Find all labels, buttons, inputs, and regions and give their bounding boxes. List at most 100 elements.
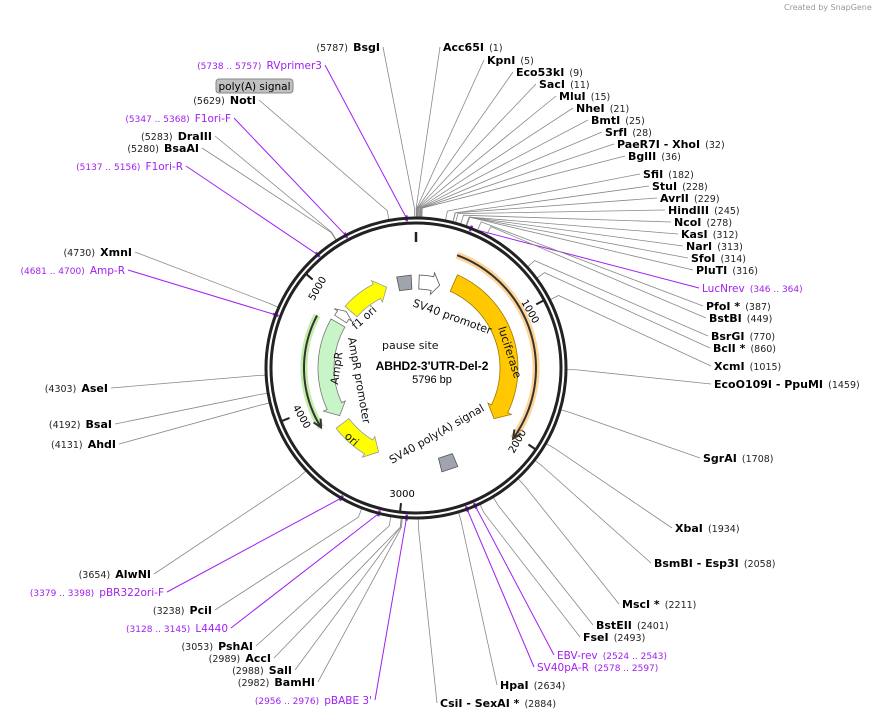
enzyme-site-mlui[interactable]: MluI (15) [559, 85, 610, 104]
site-name: XbaI [675, 522, 703, 535]
enzyme-site-hindiii[interactable]: HindIII (245) [668, 199, 740, 218]
primer-label-ebv-rev[interactable]: EBV-rev (2524 .. 2543) [557, 644, 667, 663]
svg-text:KpnI (5): KpnI (5) [487, 49, 534, 68]
site-name: SrfI [605, 126, 627, 139]
enzyme-site-sfii[interactable]: SfiI (182) [643, 163, 694, 182]
primer-label-pbabe-3-[interactable]: (2956 .. 2976) pBABE 3' [255, 689, 372, 708]
enzyme-site-nhei[interactable]: NheI (21) [576, 97, 629, 116]
enzyme-site-paer7i-xhoi[interactable]: PaeR7I - XhoI (32) [617, 133, 725, 152]
enzyme-site-xmni[interactable]: (4730) XmnI [63, 241, 132, 260]
enzyme-site-bsaai[interactable]: (5280) BsaAI [127, 137, 199, 156]
enzyme-site-bsmbi-esp3i[interactable]: BsmBI - Esp3I (2058) [654, 552, 775, 571]
svg-text:Acc65I (1): Acc65I (1) [443, 36, 503, 55]
f1-ori-arrow[interactable] [344, 279, 388, 318]
enzyme-site-xcmi[interactable]: XcmI (1015) [714, 355, 781, 374]
enzyme-site-eco53ki[interactable]: Eco53kI (9) [516, 61, 583, 80]
site-name: SfiI [643, 168, 663, 181]
primer-label-amp-r[interactable]: (4681 .. 4700) Amp-R [20, 259, 125, 278]
sv40-promoter-arrow[interactable] [418, 271, 441, 296]
enzyme-site-draiii[interactable]: (5283) DraIII [141, 125, 212, 144]
site-name: NcoI [674, 216, 701, 229]
primer-label-lucnrev[interactable]: LucNrev (346 .. 364) [702, 277, 803, 296]
enzyme-site-bsteii[interactable]: BstEII (2401) [596, 614, 669, 633]
primer-label-f1ori-r[interactable]: (5137 .. 5156) F1ori-R [76, 155, 183, 174]
enzyme-site-msci-[interactable]: MscI * (2211) [622, 593, 696, 612]
sv40-polya-box[interactable] [438, 453, 459, 473]
leader-line [185, 165, 319, 256]
enzyme-site-kasi[interactable]: KasI (312) [681, 223, 738, 242]
primer-label-l4440[interactable]: (3128 .. 3145) L4440 [126, 617, 228, 636]
ori-arrow[interactable] [335, 417, 380, 458]
enzyme-site-ecoo109i-ppumi[interactable]: EcoO109I - PpuMI (1459) [714, 373, 860, 392]
enzyme-site-pcii[interactable]: (3238) PciI [153, 599, 212, 618]
site-position: (2988) [232, 666, 264, 677]
leader-line [214, 135, 338, 241]
enzyme-site-kpni[interactable]: KpnI (5) [487, 49, 534, 68]
enzyme-site-csii-sexai-[interactable]: CsiI - SexAI * (2884) [440, 692, 556, 711]
enzyme-site-saci[interactable]: SacI (11) [539, 73, 590, 92]
leader-line [118, 402, 271, 445]
site-position: (11) [570, 80, 590, 91]
enzyme-site-acci[interactable]: (2989) AccI [209, 647, 271, 666]
enzyme-site-acc65i[interactable]: Acc65I (1) [443, 36, 503, 55]
svg-text:(2989) AccI: (2989) AccI [209, 647, 271, 666]
site-name: BsaAI [164, 142, 199, 155]
leader-line [457, 511, 498, 686]
enzyme-site-sgrai[interactable]: SgrAI (1708) [703, 447, 774, 466]
enzyme-site-srfi[interactable]: SrfI (28) [605, 121, 652, 140]
enzyme-site-alwni[interactable]: (3654) AlwNI [79, 563, 151, 582]
enzyme-site-pshai[interactable]: (3053) PshAI [181, 635, 253, 654]
site-name: SacI [539, 78, 565, 91]
svg-text:BstEII (2401): BstEII (2401) [596, 614, 669, 633]
primer-label-sv40pa-r[interactable]: SV40pA-R (2578 .. 2597) [537, 656, 658, 675]
enzyme-site-ncoi[interactable]: NcoI (278) [674, 211, 732, 230]
luciferase-orf-arc[interactable] [455, 251, 540, 441]
tick-mark [304, 272, 314, 281]
enzyme-site-sfoi[interactable]: SfoI (314) [691, 247, 746, 266]
enzyme-site-bstbi[interactable]: BstBI (449) [709, 307, 772, 326]
primer-label-pbr322ori-f[interactable]: (3379 .. 3398) pBR322ori-F [30, 581, 164, 600]
enzyme-site-bsai[interactable]: (4192) BsaI [49, 413, 112, 432]
leader-line [201, 147, 337, 242]
primer-label-f1ori-f[interactable]: (5347 .. 5368) F1ori-F [125, 107, 231, 126]
enzyme-site-asei[interactable]: (4303) AseI [45, 377, 108, 396]
enzyme-site-pfoi-[interactable]: PfoI * (387) [706, 295, 771, 314]
enzyme-site-bglii[interactable]: BglII (36) [628, 145, 681, 164]
site-position: (2211) [665, 600, 697, 611]
site-position: (182) [668, 170, 694, 181]
enzyme-site-hpai[interactable]: HpaI (2634) [500, 674, 565, 693]
enzyme-site-sali[interactable]: (2988) SalI [232, 659, 292, 678]
enzyme-site-bamhi[interactable]: (2982) BamHI [238, 671, 315, 690]
site-position: (316) [732, 266, 758, 277]
ampr-promoter-arrow[interactable] [334, 308, 353, 324]
site-position: (4192) [49, 420, 81, 431]
enzyme-site-pluti[interactable]: PluTI (316) [696, 259, 758, 278]
enzyme-site-bsrgi[interactable]: BsrGI (770) [711, 325, 775, 344]
site-name: SV40pA-R [537, 662, 589, 674]
leader-line [454, 209, 666, 224]
luciferase-arrow[interactable] [449, 274, 519, 420]
enzyme-site-fsei[interactable]: FseI (2493) [583, 626, 645, 645]
svg-text:SrfI (28): SrfI (28) [605, 121, 652, 140]
primer-label-rvprimer3[interactable]: (5738 .. 5757) RVprimer3 [197, 54, 322, 73]
site-name: pBABE 3' [324, 695, 372, 707]
ampr-orf-arc[interactable] [300, 313, 325, 430]
ampr-label: AmpR [328, 351, 345, 386]
polya-signal-box[interactable]: poly(A) signal [215, 78, 294, 94]
enzyme-site-noti[interactable]: (5629) NotI [193, 89, 256, 108]
enzyme-site-nari[interactable]: NarI (313) [686, 235, 743, 254]
enzyme-site-bsgi[interactable]: (5787) BsgI [316, 36, 380, 55]
site-position: (4303) [45, 384, 77, 395]
site-name: HindIII [668, 204, 709, 217]
leader-line [416, 59, 485, 219]
enzyme-site-xbai[interactable]: XbaI (1934) [675, 517, 740, 536]
svg-text:(4192) BsaI: (4192) BsaI [49, 413, 112, 432]
pause-site-box[interactable] [396, 274, 413, 292]
enzyme-site-bcli-[interactable]: BclI * (860) [713, 337, 776, 356]
ampr-arrow[interactable] [317, 318, 347, 417]
enzyme-site-bmti[interactable]: BmtI (25) [591, 109, 645, 128]
enzyme-site-stui[interactable]: StuI (228) [652, 175, 708, 194]
enzyme-site-ahdi[interactable]: (4131) AhdI [51, 433, 116, 452]
enzyme-site-avrii[interactable]: AvrII (229) [660, 187, 720, 206]
leader-line [420, 131, 603, 219]
